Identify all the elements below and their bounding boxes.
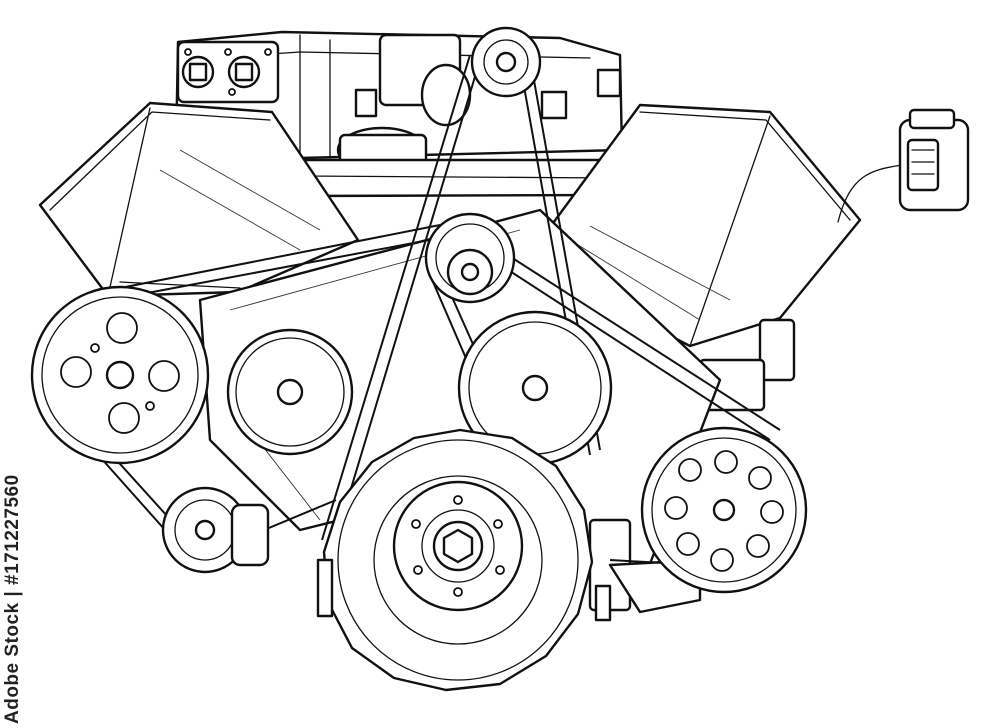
coil-packs [176,40,280,104]
fan-pulley [470,26,542,98]
sensor-connector [837,108,970,223]
tensioner-pulley [640,426,808,594]
crankshaft-pulley [316,428,612,692]
stock-id-label: Adobe Stock | #171227560 [2,474,23,724]
right-valve-cover [546,103,862,412]
idler-pulleys [161,212,516,574]
power-steering-pulley [30,285,210,465]
stock-id-watermark: Adobe Stock | #171227560 [2,474,24,728]
water-pump-pulley [226,328,354,456]
